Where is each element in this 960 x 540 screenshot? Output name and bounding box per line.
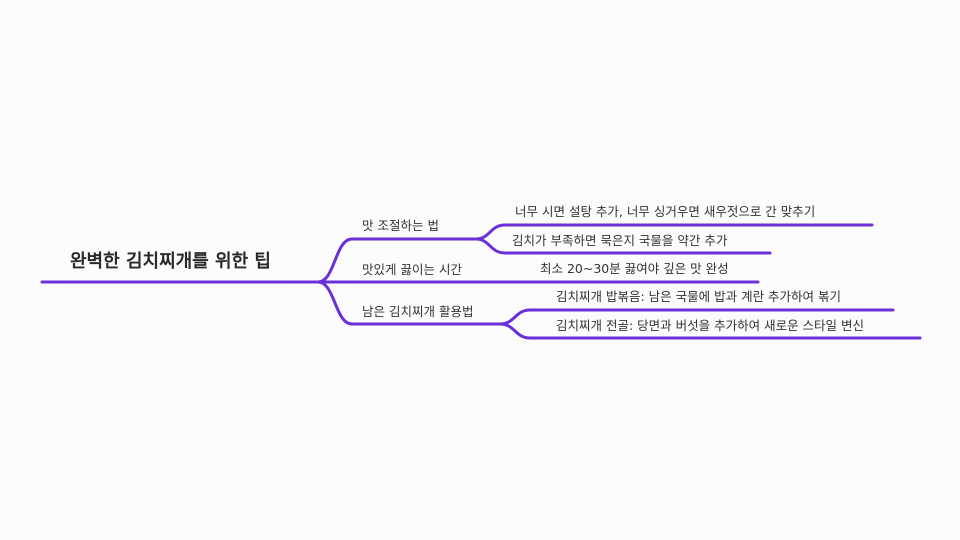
branch-cooking-time[interactable]: 맛있게 끓이는 시간	[362, 262, 462, 277]
edge-branch-1-to-leaf-2	[474, 237, 772, 255]
leaf-sugar-saltedshrimp[interactable]: 너무 시면 설탕 추가, 너무 싱거우면 새우젓으로 간 맞추기	[515, 204, 816, 219]
edge-root-to-branch-3	[316, 280, 502, 326]
root-topic[interactable]: 완벽한 김치찌개를 위한 팁	[70, 251, 271, 272]
edge-branch-3-to-leaf-2	[498, 322, 922, 340]
leaf-aged-kimchi-broth[interactable]: 김치가 부족하면 묵은지 국물을 약간 추가	[512, 233, 728, 248]
branch-taste-adjustment[interactable]: 맛 조절하는 법	[362, 218, 439, 233]
leaf-boil-duration[interactable]: 최소 20~30분 끓여야 깊은 맛 완성	[540, 261, 729, 276]
branch-leftover-usage[interactable]: 남은 김치찌개 활용법	[362, 304, 474, 319]
leaf-fried-rice[interactable]: 김치찌개 밥볶음: 남은 국물에 밥과 계란 추가하여 볶기	[556, 289, 842, 304]
leaf-hotpot[interactable]: 김치찌개 전골: 당면과 버섯을 추가하여 새로운 스타일 변신	[556, 318, 865, 333]
